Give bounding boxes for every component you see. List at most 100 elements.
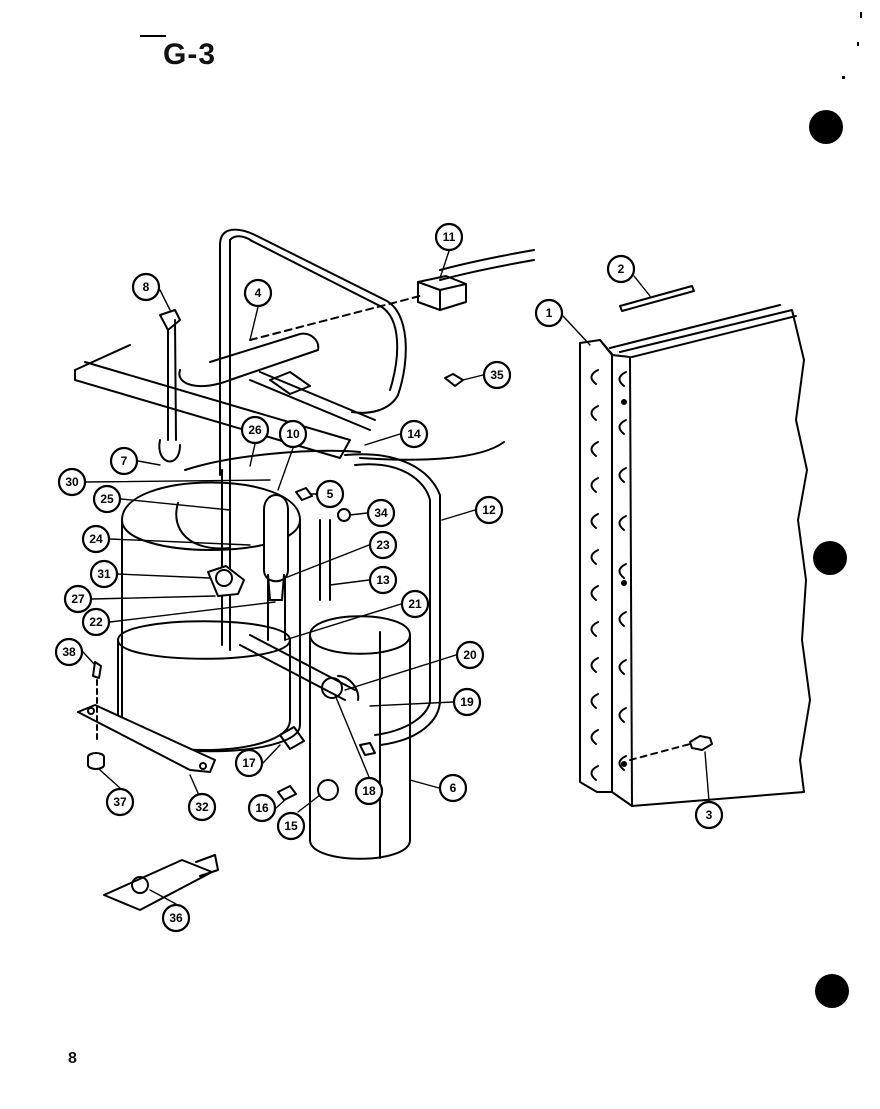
callout-circle bbox=[534, 298, 564, 328]
callout-circle bbox=[109, 446, 139, 476]
callout-label: 30 bbox=[65, 475, 79, 489]
callout-22: 22 bbox=[81, 607, 111, 637]
callout-32: 32 bbox=[187, 792, 217, 822]
callout-circle bbox=[474, 495, 504, 525]
page-number: 8 bbox=[68, 1050, 77, 1067]
page-title: G-3 bbox=[163, 38, 217, 71]
assembly-drawing bbox=[74, 228, 811, 911]
callout-label: 18 bbox=[362, 784, 376, 798]
callout-circle bbox=[455, 640, 485, 670]
callout-label: 38 bbox=[62, 645, 76, 659]
callout-label: 8 bbox=[143, 280, 150, 294]
callout-circle bbox=[452, 687, 482, 717]
callout-circle bbox=[366, 498, 396, 528]
callout-3: 3 bbox=[694, 800, 724, 830]
binder-hole-middle bbox=[813, 541, 847, 575]
callout-label: 36 bbox=[169, 911, 183, 925]
callout-label: 15 bbox=[284, 819, 298, 833]
callout-label: 17 bbox=[242, 756, 256, 770]
binder-hole-top bbox=[809, 110, 843, 144]
callout-20: 20 bbox=[455, 640, 485, 670]
callout-17: 17 bbox=[234, 748, 264, 778]
callout-circle bbox=[438, 773, 468, 803]
callout-label: 10 bbox=[286, 427, 300, 441]
callout-4: 4 bbox=[243, 278, 273, 308]
callout-circle bbox=[89, 559, 119, 589]
callout-36: 36 bbox=[161, 903, 191, 933]
callout-bubbles: 1234567810111213141516171819202122232425… bbox=[54, 222, 724, 933]
callout-10: 10 bbox=[278, 419, 308, 449]
callout-label: 5 bbox=[327, 487, 334, 501]
callout-circle bbox=[57, 467, 87, 497]
callout-24: 24 bbox=[81, 524, 111, 554]
callout-circle bbox=[105, 787, 135, 817]
callout-38: 38 bbox=[54, 637, 84, 667]
callout-label: 13 bbox=[376, 573, 390, 587]
callout-label: 1 bbox=[546, 306, 553, 320]
callout-26: 26 bbox=[240, 415, 270, 445]
callout-35: 35 bbox=[482, 360, 512, 390]
callout-7: 7 bbox=[109, 446, 139, 476]
callout-circle bbox=[243, 278, 273, 308]
callout-label: 19 bbox=[460, 695, 474, 709]
callout-18: 18 bbox=[354, 776, 384, 806]
callout-label: 20 bbox=[463, 648, 477, 662]
callout-label: 34 bbox=[374, 506, 388, 520]
callout-circle bbox=[54, 637, 84, 667]
callout-label: 26 bbox=[248, 423, 262, 437]
callout-27: 27 bbox=[63, 584, 93, 614]
callout-circle bbox=[482, 360, 512, 390]
callout-label: 35 bbox=[490, 368, 504, 382]
callout-11: 11 bbox=[434, 222, 464, 252]
callout-label: 23 bbox=[376, 538, 390, 552]
callout-label: 22 bbox=[89, 615, 103, 629]
callout-circle bbox=[92, 484, 122, 514]
callout-label: 14 bbox=[407, 427, 421, 441]
callout-circle bbox=[187, 792, 217, 822]
callout-label: 12 bbox=[482, 503, 496, 517]
callout-label: 4 bbox=[255, 286, 262, 300]
callout-30: 30 bbox=[57, 467, 87, 497]
callout-label: 37 bbox=[113, 795, 127, 809]
callout-circle bbox=[234, 748, 264, 778]
callout-label: 32 bbox=[195, 800, 209, 814]
callout-circle bbox=[354, 776, 384, 806]
callout-circle bbox=[368, 530, 398, 560]
callout-circle bbox=[399, 419, 429, 449]
callout-label: 6 bbox=[450, 781, 457, 795]
callout-label: 31 bbox=[97, 567, 111, 581]
callout-5: 5 bbox=[315, 479, 345, 509]
callout-34: 34 bbox=[366, 498, 396, 528]
callout-circle bbox=[400, 589, 430, 619]
callout-label: 3 bbox=[706, 808, 713, 822]
callout-circle bbox=[63, 584, 93, 614]
callout-circle bbox=[315, 479, 345, 509]
callout-circle bbox=[247, 793, 277, 823]
callout-label: 25 bbox=[100, 492, 114, 506]
callout-1: 1 bbox=[534, 298, 564, 328]
callout-6: 6 bbox=[438, 773, 468, 803]
callout-8: 8 bbox=[131, 272, 161, 302]
callout-15: 15 bbox=[276, 811, 306, 841]
scan-specks bbox=[140, 12, 862, 79]
callout-circle bbox=[131, 272, 161, 302]
callout-circle bbox=[368, 565, 398, 595]
callout-label: 16 bbox=[255, 801, 269, 815]
callout-circle bbox=[278, 419, 308, 449]
callout-13: 13 bbox=[368, 565, 398, 595]
callout-37: 37 bbox=[105, 787, 135, 817]
callout-circle bbox=[81, 524, 111, 554]
callout-label: 24 bbox=[89, 532, 103, 546]
callout-label: 7 bbox=[121, 454, 128, 468]
callout-12: 12 bbox=[474, 495, 504, 525]
leader-lines bbox=[82, 250, 710, 905]
callout-label: 2 bbox=[618, 262, 625, 276]
callout-14: 14 bbox=[399, 419, 429, 449]
callout-2: 2 bbox=[606, 254, 636, 284]
callout-19: 19 bbox=[452, 687, 482, 717]
callout-21: 21 bbox=[400, 589, 430, 619]
callout-circle bbox=[161, 903, 191, 933]
callout-circle bbox=[81, 607, 111, 637]
callout-circle bbox=[694, 800, 724, 830]
